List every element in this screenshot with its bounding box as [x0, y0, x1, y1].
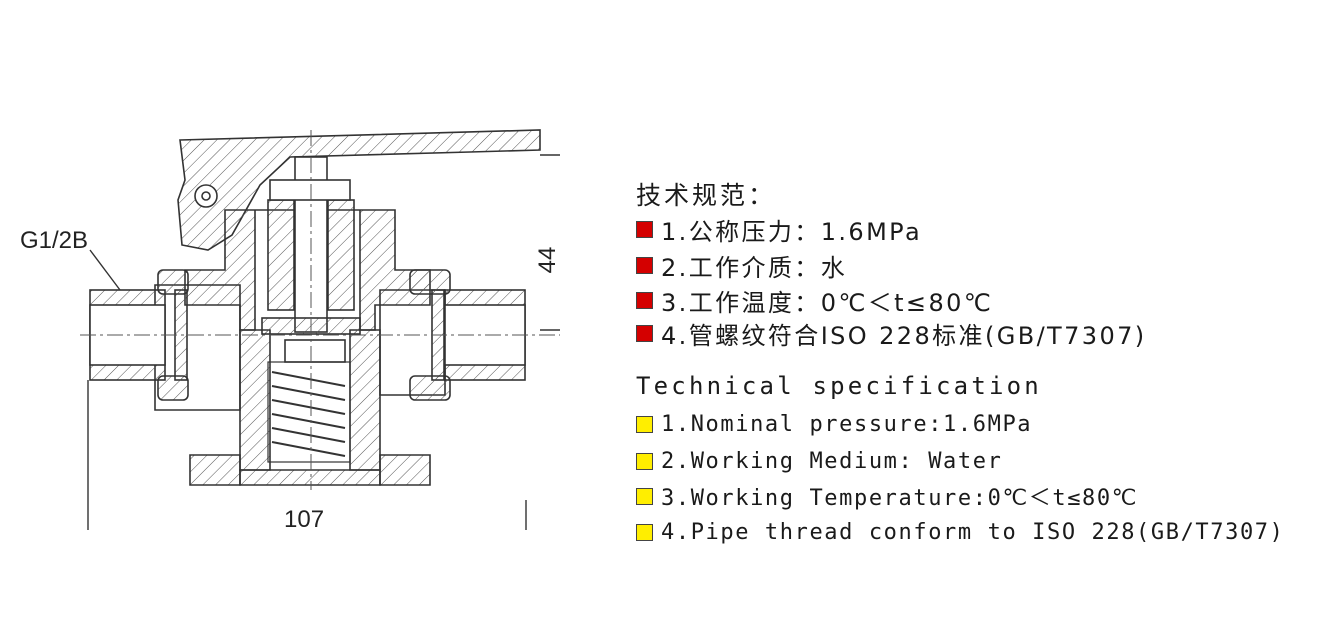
centerlines — [80, 130, 560, 490]
spec-chinese-item: 2.工作介质：水 — [636, 250, 848, 282]
spec-chinese-item-text: 1.公称压力：1.6MPa — [661, 217, 923, 246]
thread-size-label: G1/2B — [20, 227, 88, 254]
spec-english-item: 4.Pipe thread conform to ISO 228(GB/T730… — [636, 517, 1285, 547]
spec-english-item-text: 1.Nominal pressure:1.6MPa — [661, 411, 1033, 437]
yellow-bullet-icon — [636, 487, 653, 505]
red-bullet-icon — [636, 291, 653, 309]
height-dimension-label: 44 — [534, 247, 561, 274]
dimension-lines — [87, 154, 560, 530]
spec-english-item-text: 2.Working Medium: Water — [661, 448, 1003, 474]
valve-section-drawing: G1/2B 44 107 — [20, 129, 561, 533]
red-bullet-icon — [636, 220, 653, 238]
yellow-bullet-icon — [636, 452, 653, 470]
spec-chinese-title: 技术规范： — [636, 181, 777, 210]
yellow-bullet-icon — [636, 523, 653, 541]
spec-english-title: Technical specification — [636, 372, 1042, 400]
spec-chinese-item-text: 3.工作温度：0℃＜t≤80℃ — [661, 288, 994, 317]
yellow-bullet-icon — [636, 415, 653, 433]
spec-chinese-item: 1.公称压力：1.6MPa — [636, 214, 923, 246]
spec-english-item-text: 3.Working Temperature:0℃＜t≤80℃ — [661, 486, 1139, 511]
spec-english-item-text: 4.Pipe thread conform to ISO 228(GB/T730… — [661, 519, 1285, 545]
red-bullet-icon — [636, 324, 653, 342]
spec-chinese-item-text: 2.工作介质：水 — [661, 253, 848, 282]
spec-english-item: 1.Nominal pressure:1.6MPa — [636, 409, 1032, 439]
spec-english-item: 3.Working Temperature:0℃＜t≤80℃ — [636, 481, 1138, 511]
spec-chinese-item: 4.管螺纹符合ISO 228标准(GB/T7307) — [636, 318, 1147, 350]
spec-english-item: 2.Working Medium: Water — [636, 446, 1002, 476]
spring — [267, 361, 351, 463]
width-dimension-label: 107 — [284, 506, 324, 533]
valve-body — [154, 209, 446, 486]
spec-chinese-item-text: 4.管螺纹符合ISO 228标准(GB/T7307) — [661, 321, 1147, 350]
spec-chinese-item: 3.工作温度：0℃＜t≤80℃ — [636, 285, 994, 317]
red-bullet-icon — [636, 256, 653, 274]
